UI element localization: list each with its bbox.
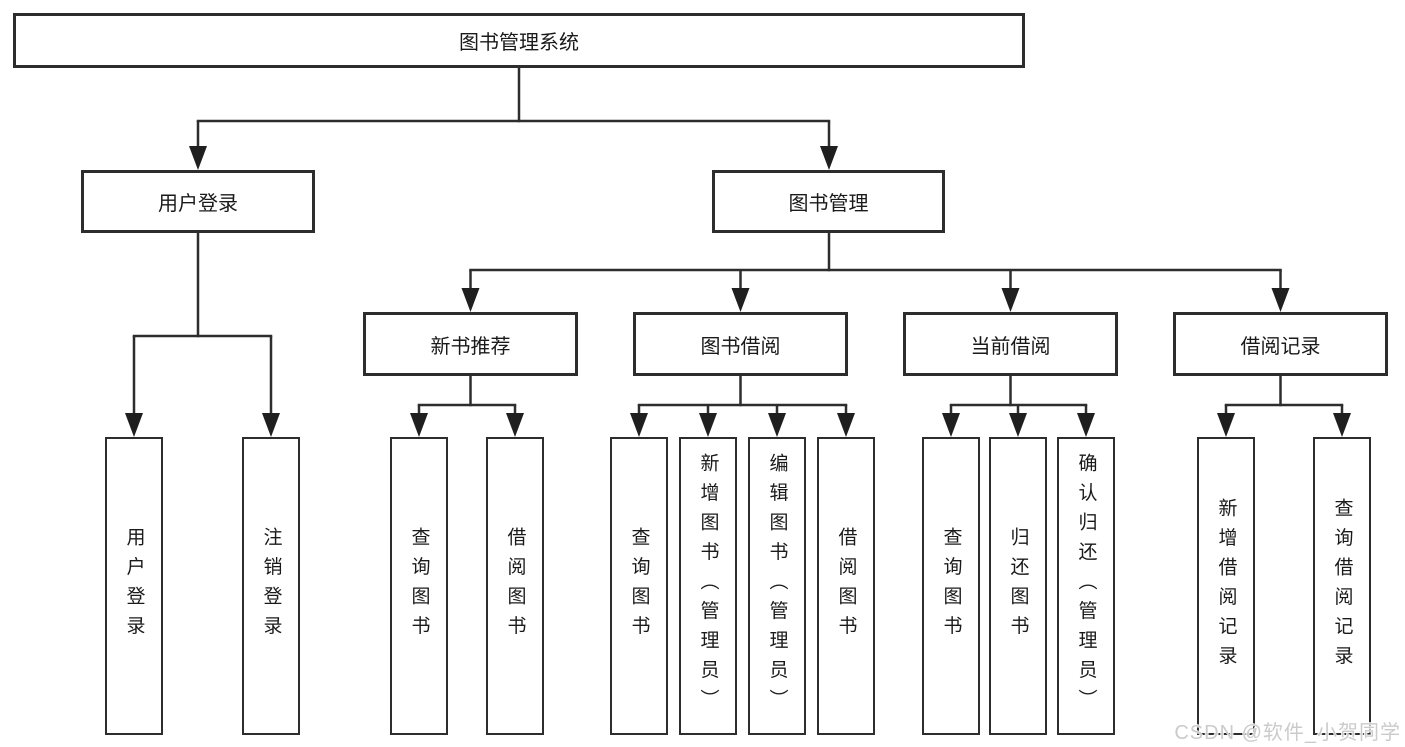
leaf-query-books-current: 查询图书 [922, 437, 980, 735]
leaf-return-books: 归还图书 [989, 437, 1047, 735]
node-label: 借阅记录 [1240, 335, 1321, 358]
wire-user-login-to-leaves [125, 233, 280, 437]
arrowhead-icon [837, 413, 855, 437]
arrowhead-icon [410, 413, 428, 437]
leaf-query-books-borrowing: 查询图书 [610, 437, 668, 735]
node-book-borrowing: 图书借阅 [633, 312, 848, 376]
wire-new-book-recommend-to-leaves [410, 376, 524, 437]
arrowhead-icon [630, 413, 648, 437]
wire-root-to-level2 [189, 68, 838, 170]
wire-book-borrowing-to-leaves [630, 376, 855, 437]
node-borrow-records: 借阅记录 [1173, 312, 1388, 376]
node-label: 新书推荐 [430, 335, 511, 358]
node-label: 图书借阅 [700, 335, 781, 358]
leaf-query-borrow-record: 查询借阅记录 [1313, 437, 1371, 735]
node-label: 图书管理系统 [459, 32, 579, 54]
arrowhead-icon [506, 413, 524, 437]
leaf-edit-books-admin: 编辑图书（管理员） [748, 437, 806, 735]
leaf-confirm-return-admin: 确认归还（管理员） [1057, 437, 1115, 735]
wire-current-borrowing-to-leaves [942, 376, 1095, 437]
leaf-borrow-books-borrowing: 借阅图书 [817, 437, 875, 735]
arrowhead-icon [820, 146, 838, 170]
arrowhead-icon [1001, 288, 1020, 312]
arrowhead-icon [125, 413, 143, 437]
leaf-add-books-admin: 新增图书（管理员） [679, 437, 737, 735]
node-user-login: 用户登录 [81, 170, 315, 233]
arrowhead-icon [1333, 413, 1351, 437]
leaf-add-borrow-record: 新增借阅记录 [1197, 437, 1255, 735]
leaf-borrow-books-recommend: 借阅图书 [486, 437, 544, 735]
arrowhead-icon [1077, 413, 1095, 437]
arrowhead-icon [461, 288, 480, 312]
node-new-book-recommend: 新书推荐 [363, 312, 578, 376]
node-book-management: 图书管理 [712, 170, 945, 233]
watermark-text: CSDN @软件_小贺同学 [1174, 722, 1401, 744]
arrowhead-icon [699, 413, 717, 437]
wire-book-management-to-level3 [461, 233, 1290, 312]
arrowhead-icon [731, 288, 750, 312]
node-label: 用户登录 [158, 193, 238, 215]
node-label: 当前借阅 [970, 335, 1051, 358]
arrowhead-icon [262, 413, 280, 437]
node-library-management-system: 图书管理系统 [13, 13, 1025, 68]
arrowhead-icon [1271, 288, 1290, 312]
node-label: 图书管理 [788, 193, 869, 215]
arrowhead-icon [1009, 413, 1027, 437]
arrowhead-icon [942, 413, 960, 437]
arrowhead-icon [1217, 413, 1235, 437]
leaf-logout: 注销登录 [242, 437, 300, 735]
leaf-user-login: 用户登录 [105, 437, 163, 735]
node-current-borrowing: 当前借阅 [903, 312, 1118, 376]
leaf-query-books-recommend: 查询图书 [390, 437, 448, 735]
arrowhead-icon [768, 413, 786, 437]
wire-borrow-records-to-leaves [1217, 376, 1351, 437]
arrowhead-icon [189, 146, 207, 170]
